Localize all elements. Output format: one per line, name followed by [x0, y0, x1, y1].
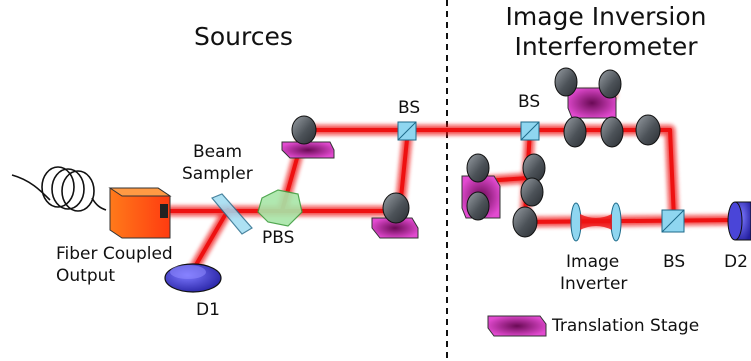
- label-beam-sampler-2: Sampler: [182, 164, 253, 184]
- mirror: [466, 153, 490, 183]
- mirror: [598, 69, 622, 99]
- label-bs-top-left: BS: [398, 98, 421, 118]
- mirror: [466, 191, 490, 221]
- mirror: [512, 206, 538, 238]
- fiber-coupled-output-box: [108, 187, 172, 239]
- label-beam-sampler-1: Beam: [193, 142, 243, 162]
- legend-translation-stage-label: Translation Stage: [552, 316, 700, 336]
- translation-stage: [281, 141, 335, 159]
- mirror: [520, 177, 544, 207]
- label-bs-top-right: BS: [518, 92, 541, 112]
- label-image-inverter-2: Inverter: [560, 274, 628, 294]
- label-d1: D1: [196, 300, 220, 320]
- beam-sampler: [211, 193, 253, 235]
- title-sources: Sources: [194, 22, 293, 51]
- fiber-coil: [11, 166, 107, 212]
- polarizing-beam-splitter: [257, 189, 303, 227]
- label-image-inverter-1: Image: [566, 252, 620, 272]
- legend-translation-stage-icon: [487, 315, 547, 337]
- detector-d1: [164, 263, 222, 293]
- translation-stage: [371, 217, 419, 239]
- beam-splitter: [520, 121, 540, 141]
- mirror: [635, 114, 661, 146]
- label-fiber-2: Output: [56, 266, 116, 286]
- title-interferometer-line2: Interferometer: [514, 32, 698, 61]
- mirror: [554, 67, 578, 97]
- image-inverter-lenses: [570, 202, 622, 242]
- mirror: [563, 116, 587, 148]
- title-interferometer-line1: Image Inversion: [505, 2, 707, 31]
- detector-d2: [727, 201, 751, 241]
- mirror: [291, 115, 317, 145]
- label-fiber-1: Fiber Coupled: [56, 244, 173, 264]
- beam-splitter: [397, 121, 417, 141]
- label-d2: D2: [724, 252, 748, 272]
- beam-splitter: [661, 209, 685, 233]
- mirror: [600, 116, 624, 148]
- mirror: [382, 192, 410, 224]
- label-bs-bottom: BS: [663, 252, 686, 272]
- label-pbs: PBS: [262, 228, 295, 248]
